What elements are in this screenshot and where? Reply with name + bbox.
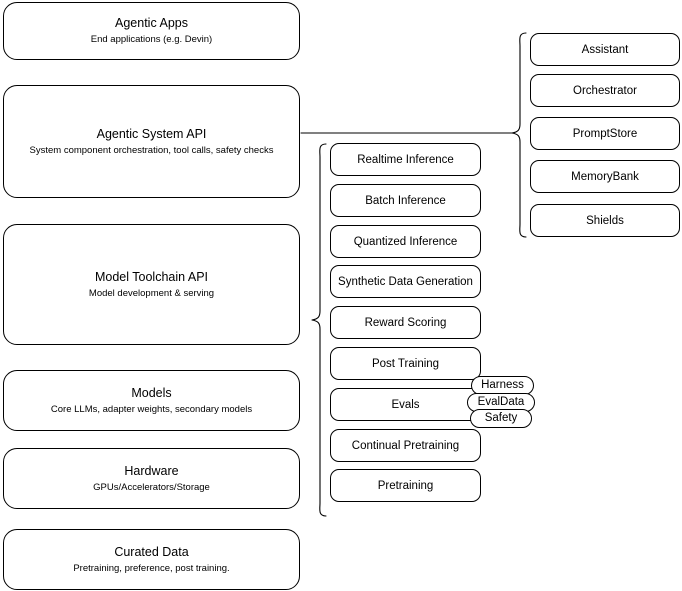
chip-label: PromptStore xyxy=(572,127,638,140)
toolchain-chip-quantized-inference[interactable]: Quantized Inference xyxy=(330,225,481,258)
chip-label: Pretraining xyxy=(377,479,434,492)
eval-badge-safety[interactable]: Safety xyxy=(470,409,532,428)
toolchain-chip-reward-scoring[interactable]: Reward Scoring xyxy=(330,306,481,339)
layer-title: Models xyxy=(131,385,172,400)
chip-label: Batch Inference xyxy=(365,194,446,207)
system-chip-assistant[interactable]: Assistant xyxy=(530,33,680,66)
layer-subtitle: Pretraining, preference, post training. xyxy=(73,562,230,574)
system-chip-shields[interactable]: Shields xyxy=(530,204,680,237)
layer-title: Agentic System API xyxy=(96,126,207,141)
layer-title: Model Toolchain API xyxy=(94,269,209,284)
layer-subtitle: Core LLMs, adapter weights, secondary mo… xyxy=(50,403,253,415)
layer-card-agentic-system-api[interactable]: Agentic System API System component orch… xyxy=(3,85,300,198)
chip-label: Realtime Inference xyxy=(357,153,454,166)
layer-card-curated-data[interactable]: Curated Data Pretraining, preference, po… xyxy=(3,529,300,590)
layer-subtitle: System component orchestration, tool cal… xyxy=(29,144,274,156)
layer-title: Hardware xyxy=(124,463,179,478)
chip-label: Continual Pretraining xyxy=(351,439,460,452)
toolchain-chip-evals[interactable]: Evals xyxy=(330,388,481,421)
brace-toolchain-components xyxy=(311,143,327,517)
layer-subtitle: Model development & serving xyxy=(88,287,215,299)
badge-label: EvalData xyxy=(477,396,525,408)
chip-label: MemoryBank xyxy=(571,170,639,183)
system-chip-memorybank[interactable]: MemoryBank xyxy=(530,160,680,193)
chip-label: Assistant xyxy=(581,43,629,56)
chip-label: Quantized Inference xyxy=(353,235,458,248)
badge-label: Safety xyxy=(484,412,518,424)
chip-label: Synthetic Data Generation xyxy=(338,275,473,288)
chip-label: Post Training xyxy=(371,357,440,370)
layer-card-hardware[interactable]: Hardware GPUs/Accelerators/Storage xyxy=(3,448,300,509)
toolchain-chip-post-training[interactable]: Post Training xyxy=(330,347,481,380)
layer-card-agentic-apps[interactable]: Agentic Apps End applications (e.g. Devi… xyxy=(3,2,300,60)
chip-label: Reward Scoring xyxy=(364,316,447,329)
system-chip-orchestrator[interactable]: Orchestrator xyxy=(530,74,680,107)
chip-label: Shields xyxy=(586,214,624,227)
toolchain-chip-continual-pretraining[interactable]: Continual Pretraining xyxy=(330,429,481,462)
layer-title: Curated Data xyxy=(114,544,189,559)
badge-label: Harness xyxy=(481,379,524,391)
system-chip-promptstore[interactable]: PromptStore xyxy=(530,117,680,150)
layer-card-models[interactable]: Models Core LLMs, adapter weights, secon… xyxy=(3,370,300,431)
layer-card-model-toolchain-api[interactable]: Model Toolchain API Model development & … xyxy=(3,224,300,345)
toolchain-chip-pretraining[interactable]: Pretraining xyxy=(330,469,481,502)
chip-label: Evals xyxy=(391,398,420,411)
layer-title: Agentic Apps xyxy=(115,16,188,30)
layer-subtitle: End applications (e.g. Devin) xyxy=(90,34,213,45)
toolchain-chip-synthetic-data-generation[interactable]: Synthetic Data Generation xyxy=(330,265,481,298)
layer-subtitle: GPUs/Accelerators/Storage xyxy=(93,481,210,493)
brace-system-components xyxy=(511,32,527,238)
chip-label: Orchestrator xyxy=(573,84,637,97)
toolchain-chip-realtime-inference[interactable]: Realtime Inference xyxy=(330,143,481,176)
toolchain-chip-batch-inference[interactable]: Batch Inference xyxy=(330,184,481,217)
